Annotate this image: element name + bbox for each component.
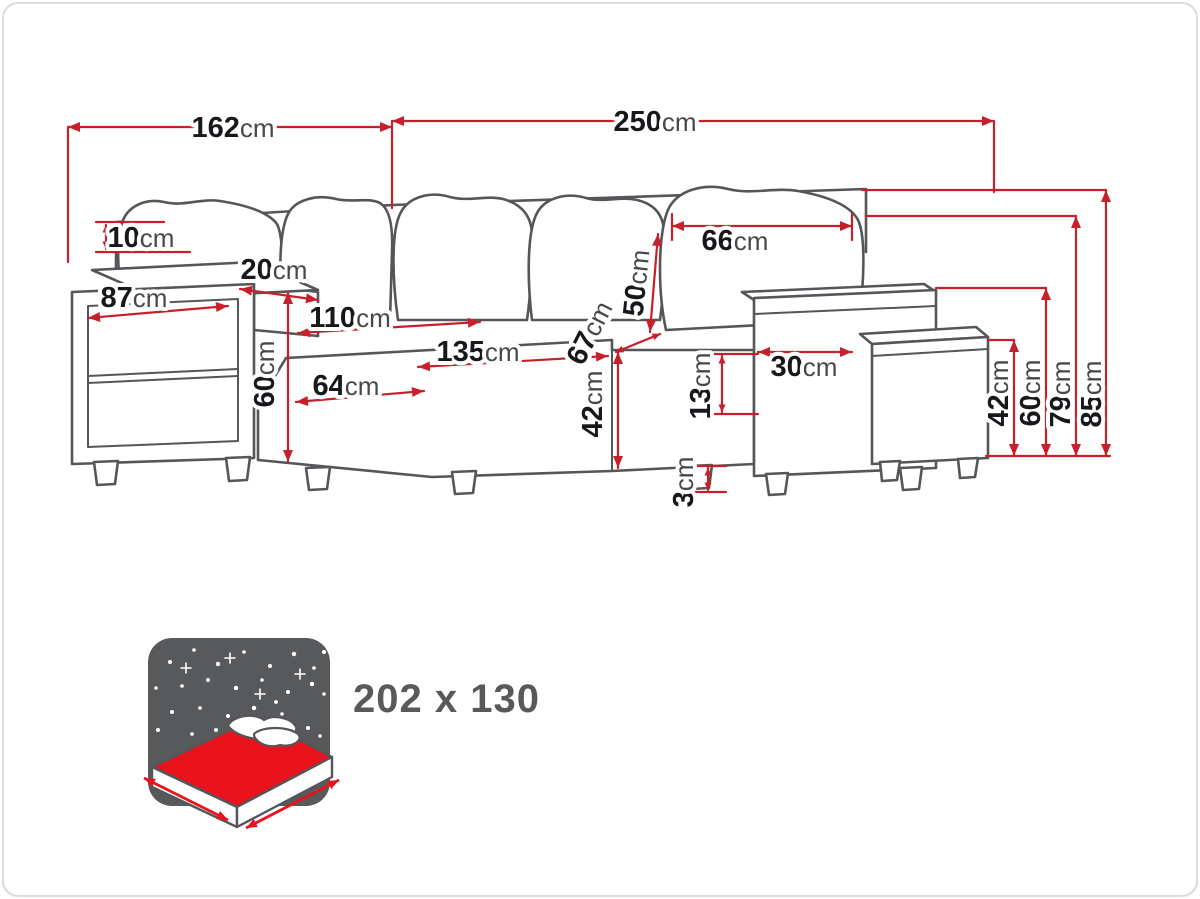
sofa-leg — [956, 456, 980, 480]
dimension-79 — [864, 214, 1081, 458]
dimension-66 — [670, 212, 854, 242]
dimension-87 — [86, 302, 230, 322]
sparkle-icon — [294, 668, 306, 680]
mattress-icon — [143, 714, 340, 830]
dim-line-87 — [86, 302, 230, 322]
pouf-front — [870, 335, 990, 466]
sparkle-icon — [224, 652, 236, 664]
dimension-42-right — [986, 338, 1019, 458]
dim-label-42-seat: 42cm — [577, 371, 609, 438]
left-armrest-front — [70, 282, 256, 466]
dim-label-66: 66cm — [702, 225, 769, 257]
dim-label-60-left: 60cm — [249, 341, 281, 408]
sofa-leg — [224, 455, 252, 483]
dimension-250 — [390, 116, 996, 210]
dim-label-64: 64cm — [313, 370, 380, 402]
shelf-opening — [87, 298, 239, 448]
dimension-lines — [66, 116, 1112, 494]
dim-label-135: 135cm — [436, 336, 519, 368]
dim-line-20 — [238, 285, 320, 304]
back-cushion-3 — [392, 193, 534, 322]
sparkle-icon — [254, 688, 266, 700]
dim-label-10: 10cm — [108, 222, 175, 254]
dim-line-50 — [645, 232, 663, 334]
dim-label-60-right: 60cm — [1015, 360, 1047, 427]
dimension-85 — [860, 188, 1111, 458]
dimension-50 — [645, 232, 663, 334]
dimension-20 — [238, 285, 320, 304]
right-armrest-band — [753, 305, 937, 315]
dim-line-110 — [296, 317, 482, 338]
sofa-leg — [304, 465, 332, 492]
stars — [154, 648, 326, 738]
dimension-162 — [66, 122, 394, 264]
dim-label-42-right: 42cm — [983, 360, 1015, 427]
pillow-2 — [252, 726, 301, 748]
pouf-band — [871, 348, 989, 357]
dim-label-87: 87cm — [101, 282, 168, 314]
sofa-leg — [878, 459, 902, 483]
sleeping-area-icon — [143, 638, 340, 830]
sofa-leg — [764, 471, 790, 497]
dimension-64 — [294, 387, 426, 406]
dim-label-110: 110cm — [309, 302, 390, 334]
dim-label-85: 85cm — [1076, 361, 1108, 428]
length-arrow — [245, 778, 340, 830]
dim-line-67 — [614, 332, 662, 354]
dim-label-13: 13cm — [685, 353, 717, 420]
dimension-135 — [416, 351, 610, 372]
dim-label-162: 162cm — [191, 112, 274, 144]
sofa-leg — [450, 469, 478, 496]
dim-label-3: 3cm — [668, 457, 700, 508]
dim-label-79: 79cm — [1045, 361, 1077, 428]
dim-label-30: 30cm — [771, 351, 838, 383]
dim-label-50: 50cm — [618, 248, 657, 318]
width-arrow — [143, 776, 229, 822]
dimension-60-right — [934, 286, 1051, 458]
dimension-110 — [296, 317, 482, 338]
sofa-leg — [92, 459, 120, 487]
dim-line-64 — [294, 387, 426, 406]
dim-label-20: 20cm — [241, 254, 308, 286]
dimension-13 — [702, 352, 760, 416]
sofa-leg — [898, 465, 924, 492]
dimension-10 — [94, 220, 192, 254]
shelf-board — [87, 368, 239, 384]
dimension-67 — [614, 332, 662, 354]
sparkle-icon — [180, 662, 192, 674]
dim-line-135 — [416, 351, 610, 372]
dim-label-250: 250cm — [613, 106, 696, 138]
dimension-3 — [690, 464, 728, 494]
sleeping-area-size: 202 x 130 — [353, 677, 540, 721]
sofa-drawing — [70, 185, 990, 497]
